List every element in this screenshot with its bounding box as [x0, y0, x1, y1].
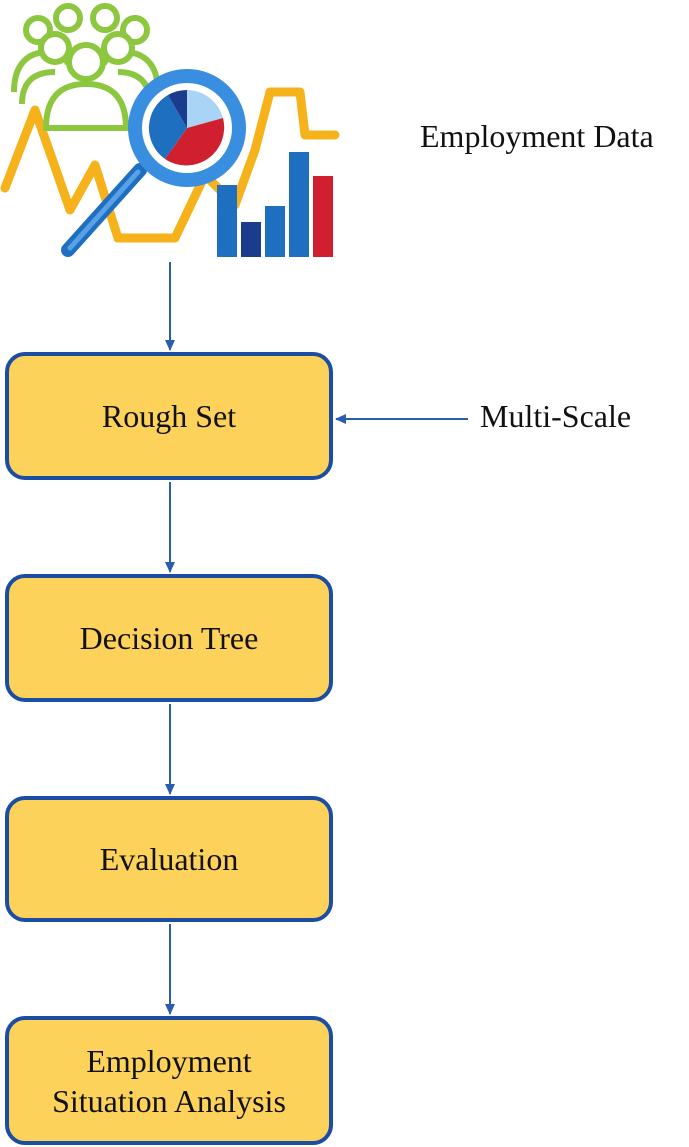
decision-tree-label: Decision Tree [79, 620, 259, 656]
employment-situation-analysis-label: Employment Situation Analysis [52, 1042, 286, 1119]
decision-tree-box: Decision Tree [5, 574, 333, 702]
employment-data-label: Employment Data [420, 118, 654, 154]
bar-chart-icon [217, 152, 333, 257]
evaluation-label: Evaluation [99, 841, 239, 877]
rough-set-box: Rough Set [5, 352, 333, 480]
employment-situation-analysis-box: Employment Situation Analysis [5, 1016, 333, 1145]
people-group-icon [11, 3, 161, 131]
multi-scale-label: Multi-Scale [480, 398, 632, 434]
employment-data-illustration [0, 3, 340, 257]
pie-chart-icon [148, 89, 225, 166]
evaluation-box: Evaluation [5, 796, 333, 922]
rough-set-label: Rough Set [101, 398, 237, 434]
